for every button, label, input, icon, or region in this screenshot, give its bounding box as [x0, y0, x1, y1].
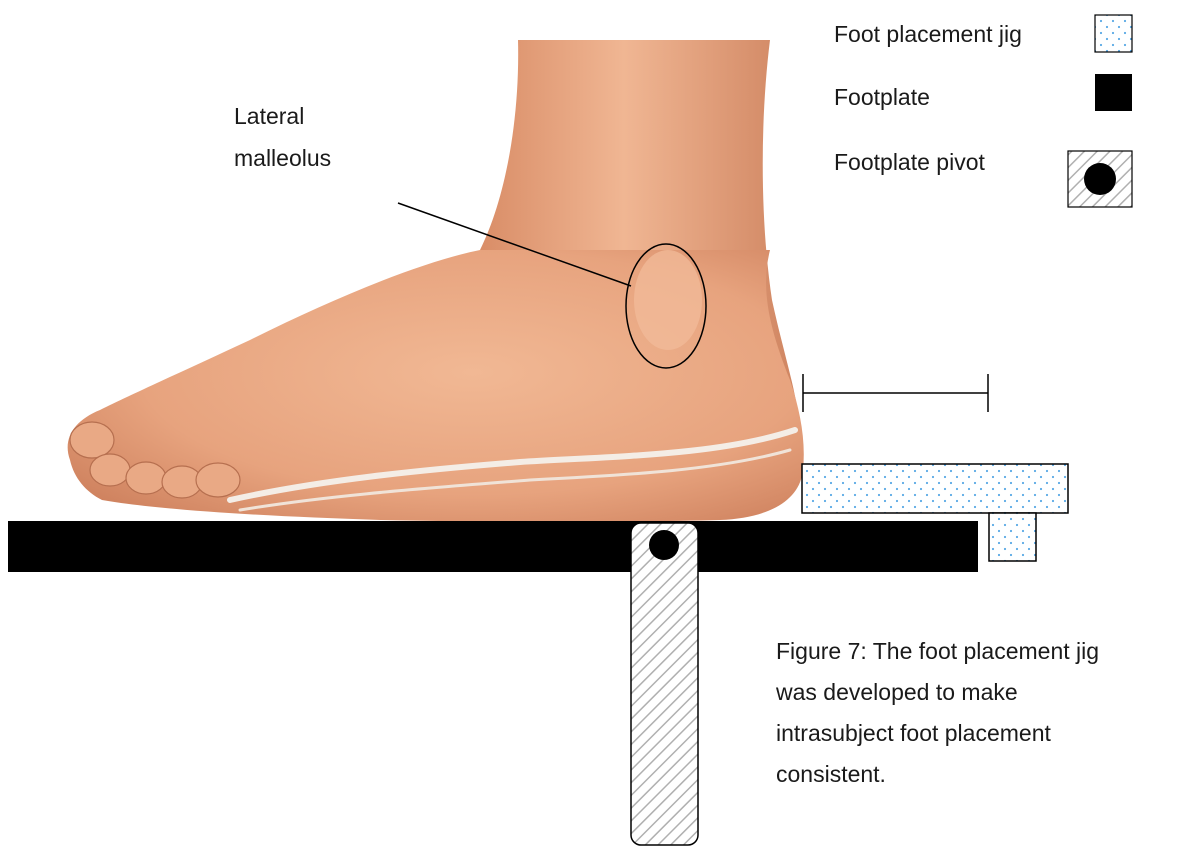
footplate	[8, 521, 978, 572]
legend: Foot placement jig Footplate Footplate p…	[834, 15, 1132, 207]
caption-line2: was developed to make	[775, 679, 1018, 705]
distance-marker	[803, 374, 988, 412]
caption-line3: intrasubject foot placement	[776, 720, 1051, 746]
footplate-pivot	[631, 523, 698, 845]
legend-label-footplate: Footplate	[834, 84, 930, 110]
malleolus-label-line2: malleolus	[234, 145, 331, 171]
figure-caption: Figure 7: The foot placement jig was dev…	[775, 638, 1099, 787]
pivot-axle-icon	[649, 530, 679, 560]
legend-label-jig: Foot placement jig	[834, 21, 1022, 47]
malleolus-bump	[634, 250, 702, 350]
dotted-swatch-icon	[1095, 15, 1132, 52]
foot-illustration	[68, 40, 804, 522]
black-square-icon	[1095, 74, 1132, 111]
malleolus-label-line1: Lateral	[234, 103, 304, 129]
caption-line1: Figure 7: The foot placement jig	[776, 638, 1099, 664]
legend-label-pivot: Footplate pivot	[834, 149, 985, 175]
caption-line4: consistent.	[776, 761, 886, 787]
hatched-pivot-icon	[1068, 151, 1132, 207]
